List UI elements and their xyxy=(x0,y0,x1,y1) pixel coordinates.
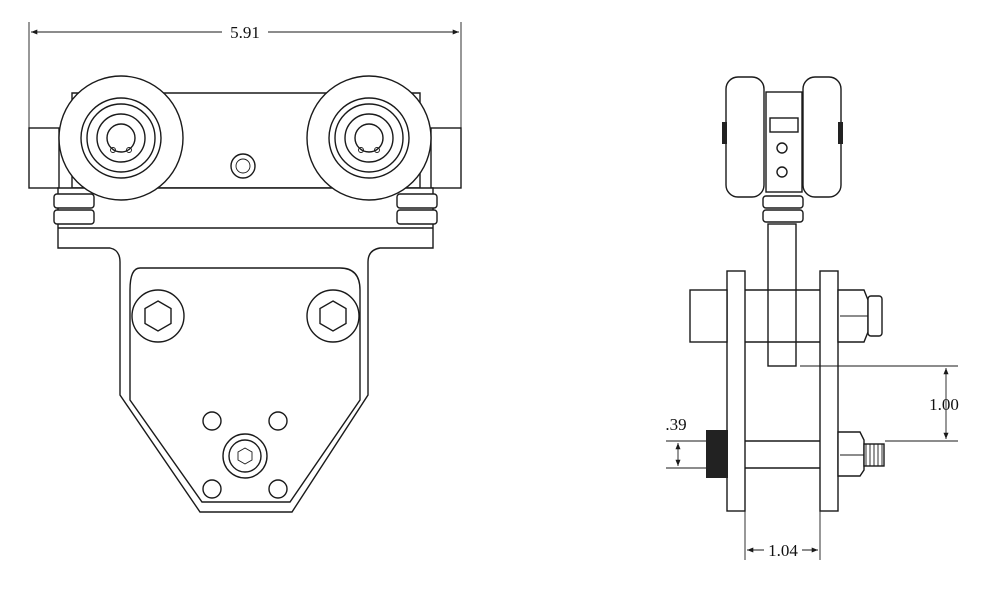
hub-block xyxy=(765,91,803,193)
left-wheel xyxy=(58,75,184,201)
bottom-bolt-pattern xyxy=(202,411,288,499)
bolt-head xyxy=(706,430,728,478)
front-view: 5.91 xyxy=(28,22,462,513)
dimension-height-offset: 1.00 xyxy=(800,365,959,442)
bottom-hex-nut xyxy=(837,431,865,477)
hanger-stem xyxy=(767,223,797,367)
left-side-plate xyxy=(726,270,746,512)
left-hex-bolt xyxy=(131,289,185,343)
dimension-overall-width: 5.91 xyxy=(28,22,462,128)
side-wheel-left xyxy=(725,76,765,198)
right-axle-stub xyxy=(430,127,462,189)
side-view: 1.00 .39 1.04 xyxy=(665,76,959,560)
dimension-plate-gap: 1.04 xyxy=(744,511,821,560)
right-wheel xyxy=(306,75,432,201)
left-axle-stub xyxy=(28,127,60,189)
dimension-label-bolt-offset: .39 xyxy=(665,415,686,434)
dimension-label-overall-width: 5.91 xyxy=(230,23,260,42)
side-wheel-right xyxy=(802,76,842,198)
trolley-body xyxy=(28,92,462,513)
dimension-label-height-offset: 1.00 xyxy=(929,395,959,414)
right-hex-bolt xyxy=(306,289,360,343)
retaining-ring xyxy=(230,153,256,179)
dimension-bolt-offset: .39 xyxy=(665,415,706,469)
right-side-plate xyxy=(819,270,839,512)
dimension-label-plate-gap: 1.04 xyxy=(768,541,798,560)
